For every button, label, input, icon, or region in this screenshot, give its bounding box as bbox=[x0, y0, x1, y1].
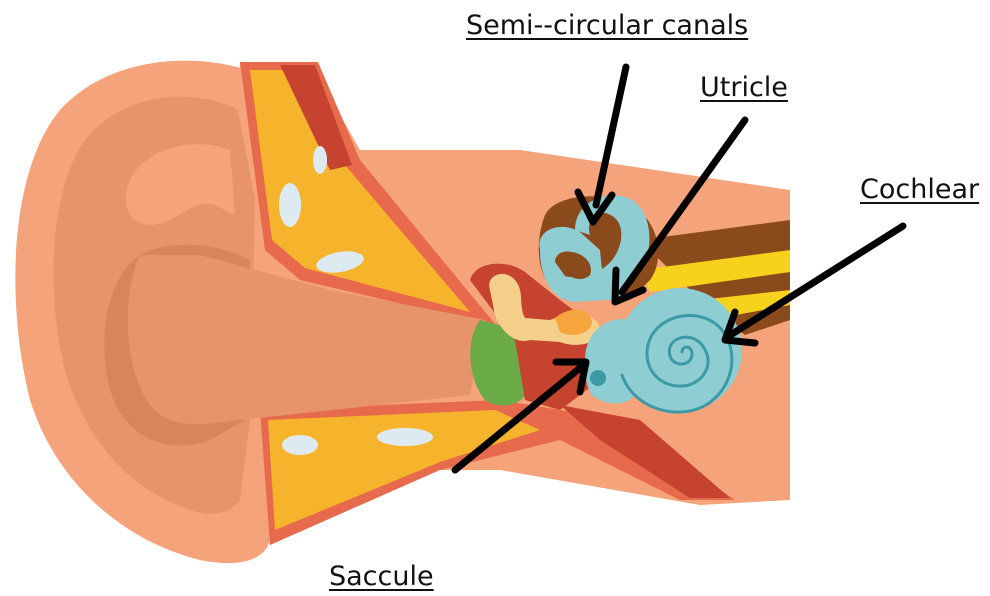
label-cochlear: Cochlear bbox=[860, 176, 979, 203]
label-utricle: Utricle bbox=[700, 74, 788, 101]
label-semicircular-canals: Semi--circular canals bbox=[466, 12, 748, 39]
arrow-semicircular-canals bbox=[578, 67, 626, 222]
arrow-utricle bbox=[615, 120, 745, 302]
arrow-cochlear bbox=[725, 226, 903, 343]
arrow-saccule bbox=[455, 362, 586, 470]
label-saccule: Saccule bbox=[329, 563, 434, 590]
